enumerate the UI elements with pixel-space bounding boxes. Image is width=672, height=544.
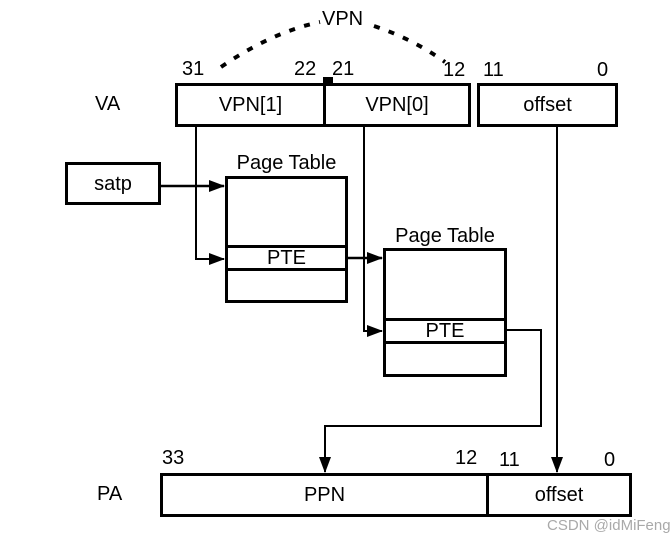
watermark: CSDN @idMiFeng [547,517,671,534]
va-bit21-divider-tick [323,77,333,83]
va-bit-31: 31 [182,58,205,80]
pa-bit-11: 11 [499,449,520,471]
va-bit-0: 0 [597,59,609,81]
pa-bit-0: 0 [604,449,616,471]
page-table-2-upper-cells [386,251,504,321]
pa-field-ppn: PPN [160,473,489,517]
pa-bit-12: 12 [455,447,478,469]
page-table-2: PTE [383,248,507,377]
va-label: VA [95,93,121,115]
va-bit-21: 21 [332,58,355,80]
va-field-vpn0: VPN[0] [323,83,471,127]
vpn-brace-label: VPN [322,8,364,30]
page-table-2-title: Page Table [395,225,495,247]
satp-box: satp [65,162,161,205]
page-table-1: PTE [225,176,348,303]
va-bit-22: 22 [294,58,317,80]
va-bit-12: 12 [443,59,466,81]
vpn0-to-pte2-arrow [363,127,383,337]
pa-field-offset: offset [486,473,632,517]
page-table-2-pte-row: PTE [386,321,504,344]
va-field-offset: offset [477,83,618,127]
pa-bit-33: 33 [162,447,185,469]
vpn1-to-pte1-arrow [195,127,225,265]
page-table-1-upper-cells [228,179,345,248]
page-table-1-pte-row: PTE [228,248,345,271]
va-field-vpn1: VPN[1] [175,83,326,127]
va-bit-11: 11 [483,59,504,81]
vpn-brace-right-dash [373,24,447,64]
page-table-1-title: Page Table [236,152,337,174]
pa-label: PA [97,483,123,505]
